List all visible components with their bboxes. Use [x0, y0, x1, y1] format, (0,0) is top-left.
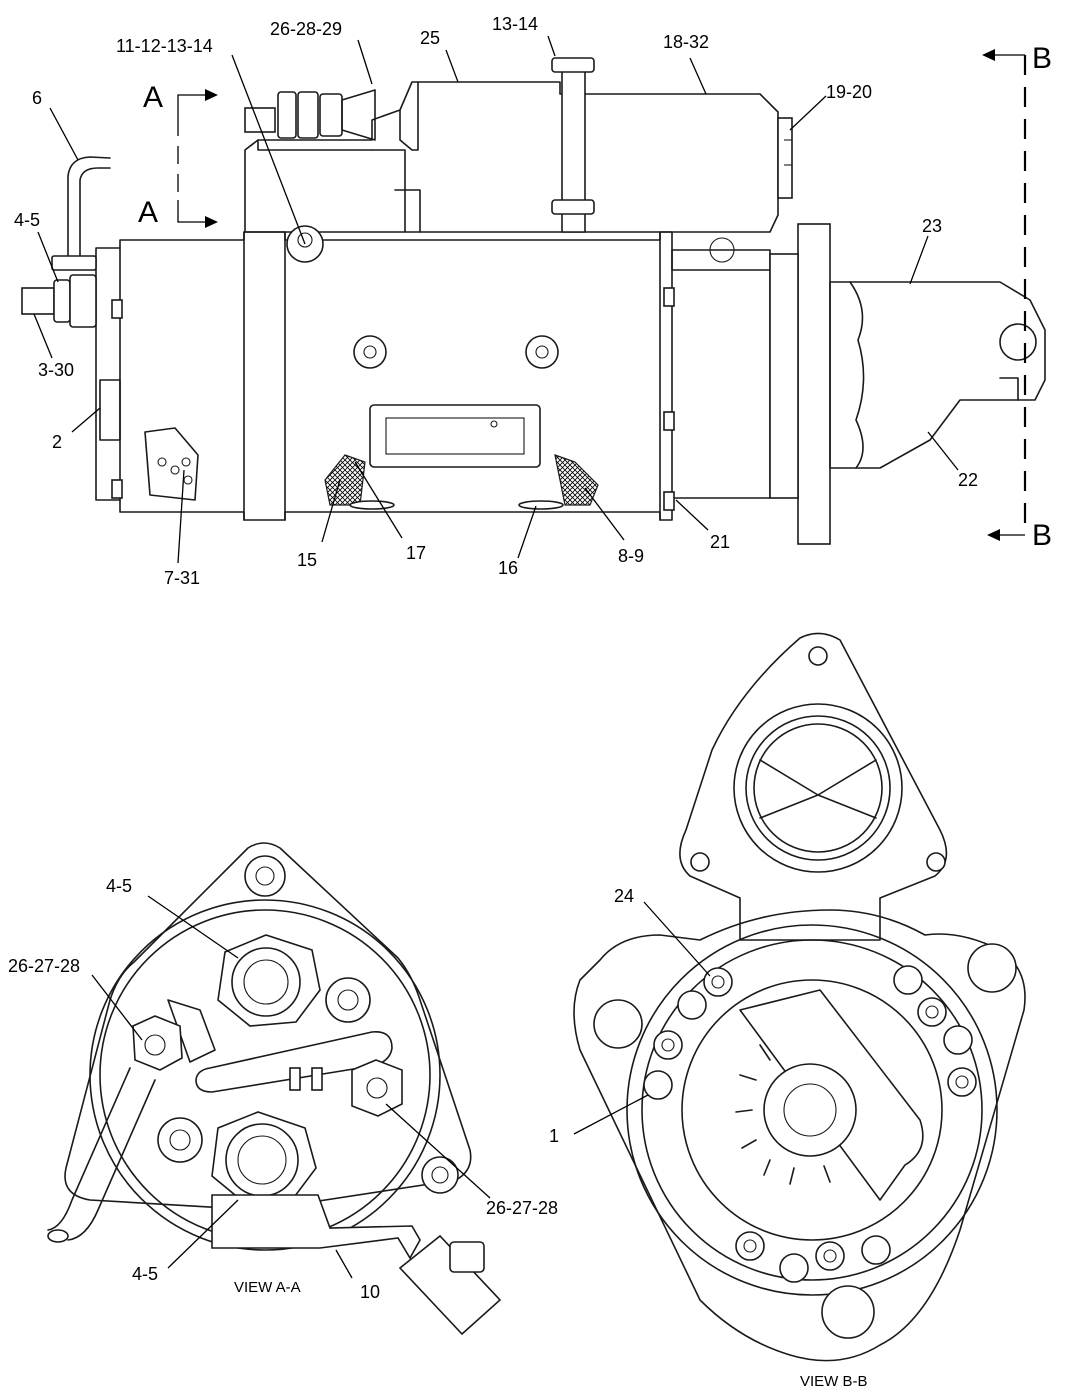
- mounting-plate: [551, 57, 595, 233]
- callout-11-12-13-14: 11-12-13-14: [116, 36, 213, 56]
- section-marker-b-bottom: B: [1032, 519, 1052, 552]
- callout-2: 2: [52, 432, 62, 452]
- section-marker-a-top: A: [143, 81, 163, 114]
- view-label-b-b: VIEW B-B: [800, 1373, 868, 1390]
- motor-housing: [95, 223, 1046, 545]
- callout-4-5-top: 4-5: [14, 210, 40, 230]
- terminal-stud: [244, 89, 376, 141]
- section-marker-a-bottom: A: [138, 196, 158, 229]
- callout-23: 23: [922, 216, 942, 236]
- callout-10: 10: [360, 1282, 380, 1302]
- callout-15: 15: [297, 550, 317, 570]
- callout-26-28-29: 26-28-29: [270, 19, 342, 39]
- callout-24: 24: [614, 886, 634, 906]
- section-line-a-a: [177, 89, 218, 228]
- callout-7-31: 7-31: [164, 568, 200, 588]
- section-marker-b-top: B: [1032, 42, 1052, 75]
- callout-4-5-lower: 4-5: [132, 1264, 158, 1284]
- callout-21: 21: [710, 532, 730, 552]
- side-view: 11-12-13-14 26-28-29 25 13-14 18-32 19-2…: [14, 14, 1052, 588]
- callout-26-27-28-right: 26-27-28: [486, 1198, 558, 1218]
- callout-13-14: 13-14: [492, 14, 538, 34]
- callout-26-27-28-left: 26-27-28: [8, 956, 80, 976]
- callout-3-30: 3-30: [38, 360, 74, 380]
- view-label-a-a: VIEW A-A: [234, 1279, 301, 1296]
- callout-25: 25: [420, 28, 440, 48]
- ground-wire: [21, 156, 111, 328]
- callout-16: 16: [498, 558, 518, 578]
- callout-17: 17: [406, 543, 426, 563]
- view-b-b: 24 1 VIEW B-B: [549, 632, 1026, 1390]
- callout-6: 6: [32, 88, 42, 108]
- callout-4-5-upper: 4-5: [106, 876, 132, 896]
- callout-8-9: 8-9: [618, 546, 644, 566]
- solenoid-housing: [244, 81, 793, 233]
- callout-1: 1: [549, 1126, 559, 1146]
- callout-22: 22: [958, 470, 978, 490]
- side-view-leaders: [33, 35, 959, 564]
- view-a-a: 4-5 26-27-28 26-27-28 4-5 10 VIEW A-A: [8, 842, 558, 1336]
- callout-18-32: 18-32: [663, 32, 709, 52]
- callout-19-20: 19-20: [826, 82, 872, 102]
- section-line-b-b: [982, 49, 1027, 541]
